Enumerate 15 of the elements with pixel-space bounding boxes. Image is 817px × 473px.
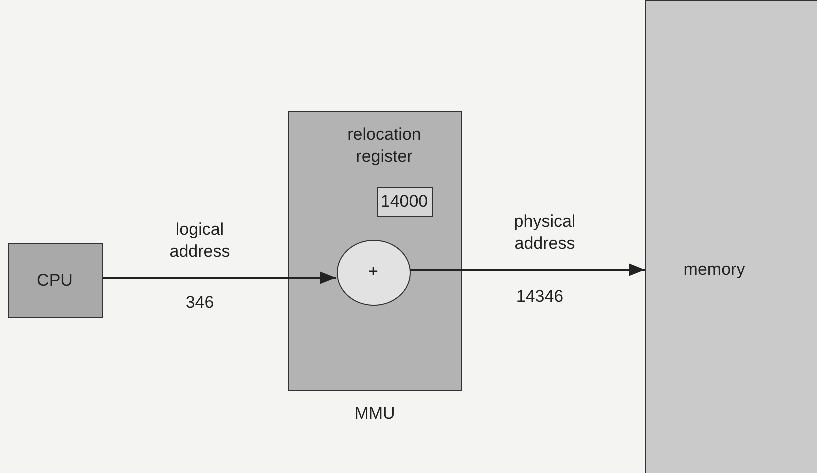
process-box — [8, 243, 103, 318]
node-caption: MMU — [354, 403, 396, 425]
memory-box — [645, 0, 817, 473]
arrow — [410, 264, 645, 276]
heading-text: relocation register — [346, 124, 422, 168]
address-value: 14346 — [515, 286, 565, 308]
node-text: 14000 — [380, 191, 430, 213]
node-text: memory — [682, 259, 746, 281]
edge-label: physical address — [513, 211, 577, 255]
node-text: + — [368, 261, 380, 283]
arrow — [103, 272, 336, 284]
address-value: 346 — [184, 292, 216, 314]
edge-label: logical address — [168, 219, 232, 263]
mmu-box — [288, 111, 462, 391]
node-text: CPU — [36, 270, 74, 292]
